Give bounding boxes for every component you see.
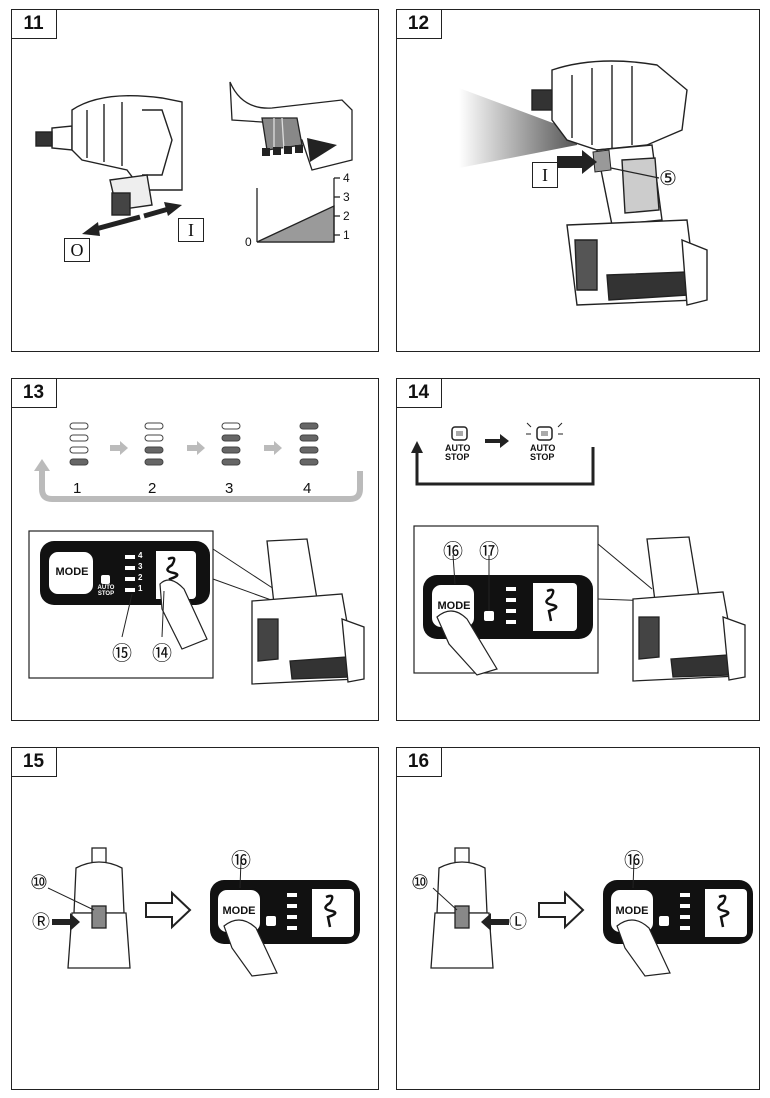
trigger-highlight	[592, 149, 612, 173]
led-step-1	[69, 422, 89, 466]
finger-drawing	[616, 919, 671, 977]
figure-number: 15	[11, 747, 57, 777]
trigger-pull-arrow	[262, 138, 337, 162]
push-arrow	[557, 150, 597, 174]
stop-label-on: STOP	[530, 452, 555, 462]
arrow-left-head	[82, 222, 100, 236]
screw-icon	[166, 556, 179, 590]
next-arrow	[538, 890, 585, 930]
screw-icon	[324, 894, 337, 928]
level-3: 3	[138, 562, 143, 571]
figure-13-illustration	[28, 422, 365, 685]
figure-number: 13	[11, 378, 57, 408]
next-arrow	[145, 890, 192, 930]
auto-stop-label: AUTO STOP	[97, 585, 115, 597]
graph-label-2: 2	[343, 209, 350, 223]
figure-11: 11	[11, 9, 379, 352]
tool-top-view	[430, 847, 494, 969]
graph-label-4: 4	[343, 171, 350, 185]
callout-17: ⑰	[479, 541, 499, 563]
direction-right: Ⓡ	[32, 912, 50, 932]
finger-drawing	[223, 919, 278, 977]
push-arrow	[52, 913, 80, 931]
push-arrow	[481, 913, 509, 931]
switch-off-label: O	[64, 238, 90, 262]
figure-14-illustration	[411, 422, 746, 682]
callout-14: ⑭	[152, 643, 172, 665]
mode-button[interactable]: MODE	[222, 905, 256, 917]
level-1: 1	[138, 584, 143, 593]
figure-14: 14	[396, 378, 760, 721]
mode-button[interactable]: MODE	[55, 566, 89, 578]
figure-11-illustration	[35, 81, 353, 243]
graph-label-0: 0	[245, 235, 252, 249]
callout-10: ⑩	[411, 872, 429, 894]
figure-15-illustration	[47, 847, 360, 977]
figure-16-illustration	[430, 847, 753, 977]
step-label-4: 4	[303, 480, 312, 497]
stop-label-off: STOP	[445, 452, 470, 462]
figure-number: 16	[396, 747, 442, 777]
graph-label-3: 3	[343, 190, 350, 204]
screw-icon	[717, 894, 730, 928]
callout-16: ⑯	[624, 850, 644, 872]
speed-graph	[256, 177, 340, 243]
figure-number: 14	[396, 378, 442, 408]
led-step-4	[299, 422, 319, 466]
figure-number: 11	[11, 9, 57, 39]
figure-16: 16 ⑩ Ⓛ ⑯ MODE	[396, 747, 760, 1090]
auto-label-on: AUTO	[530, 443, 556, 453]
arrow-right-head	[164, 202, 182, 216]
level-4: 4	[138, 551, 143, 560]
callout-5: ⑤	[659, 168, 677, 190]
switch-on-label: I	[532, 162, 558, 188]
trigger-detail	[229, 81, 353, 171]
battery-drawing	[632, 536, 746, 682]
impact-wrench-drawing	[531, 60, 708, 306]
battery-drawing	[251, 538, 365, 685]
switch-on-label: I	[178, 218, 204, 242]
step-label-2: 2	[148, 480, 157, 497]
step-label-3: 3	[225, 480, 234, 497]
led-step-2	[144, 422, 164, 466]
callout-16: ⑯	[231, 850, 251, 872]
screw-icon	[545, 588, 558, 622]
auto-stop-on-indicator	[526, 422, 563, 441]
auto-stop-off-indicator	[451, 426, 468, 441]
callout-16: ⑯	[443, 541, 463, 563]
figure-number: 12	[396, 9, 442, 39]
cycle-arrow	[39, 469, 363, 502]
finger-drawing	[159, 579, 208, 650]
step-label-1: 1	[73, 480, 82, 497]
figure-13: 13	[11, 378, 379, 721]
mode-button[interactable]: MODE	[615, 905, 649, 917]
direction-left: Ⓛ	[509, 912, 527, 932]
figure-12-illustration	[459, 60, 708, 306]
figure-15: 15 ⑩ Ⓡ ⑯ MODE	[11, 747, 379, 1090]
switch-arrows	[91, 205, 173, 233]
level-2: 2	[138, 573, 143, 582]
auto-label-off: AUTO	[445, 443, 471, 453]
impact-wrench-drawing	[35, 95, 183, 216]
callout-15: ⑮	[112, 643, 132, 665]
led-step-3	[221, 422, 241, 466]
figure-12: 12 I ⑤	[396, 9, 760, 352]
cycle-arrow	[415, 447, 595, 486]
graph-label-1: 1	[343, 228, 350, 242]
finger-drawing	[436, 610, 498, 676]
light-beam	[459, 88, 577, 168]
callout-10: ⑩	[30, 872, 48, 894]
tool-top-view	[67, 847, 131, 969]
mode-button[interactable]: MODE	[437, 600, 471, 612]
